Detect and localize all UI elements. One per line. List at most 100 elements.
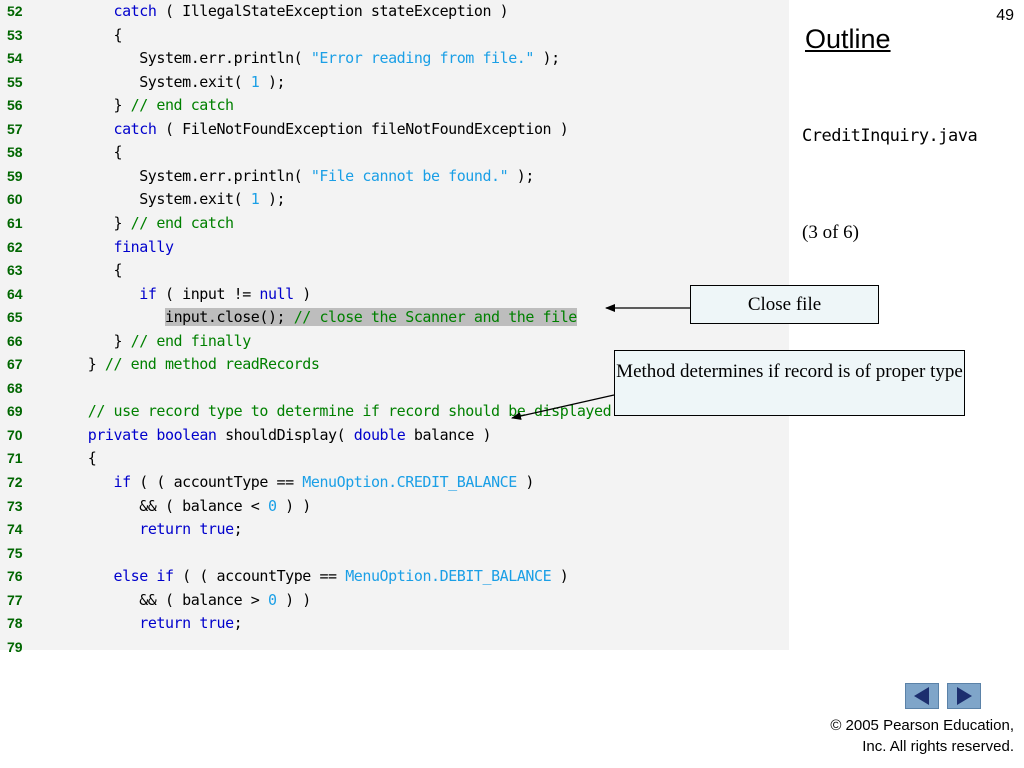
callout-method-determines: Method determines if record is of proper… bbox=[614, 350, 965, 416]
code-token: System.err.println( bbox=[62, 166, 311, 185]
previous-slide-button[interactable] bbox=[905, 683, 939, 709]
code-line: 64 if ( input != null ) bbox=[0, 283, 789, 307]
code-token: ( ( accountType == bbox=[173, 567, 346, 586]
line-number: 72 bbox=[7, 474, 23, 490]
line-number: 55 bbox=[7, 73, 23, 90]
line-number: 66 bbox=[7, 332, 23, 349]
code-token: ) ) bbox=[276, 590, 311, 609]
line-number: 77 bbox=[7, 591, 23, 608]
code-line: 78 return true; bbox=[0, 612, 789, 636]
line-number: 59 bbox=[7, 167, 23, 184]
code-text: { bbox=[62, 259, 122, 281]
line-number: 60 bbox=[7, 191, 23, 208]
code-token: && ( balance < bbox=[62, 496, 268, 515]
code-line: 66 } // end finally bbox=[0, 330, 789, 354]
code-token: // end finally bbox=[130, 331, 252, 350]
code-text: { bbox=[62, 24, 122, 46]
code-text: } // end method readRecords bbox=[62, 353, 320, 375]
triangle-right-icon bbox=[957, 687, 972, 705]
line-number: 68 bbox=[7, 379, 23, 396]
code-token: return bbox=[139, 614, 191, 633]
code-token: ; bbox=[233, 520, 243, 539]
code-line: 62 finally bbox=[0, 236, 789, 260]
code-line: 70 private boolean shouldDisplay( double… bbox=[0, 424, 789, 448]
code-line: 58 { bbox=[0, 141, 789, 165]
code-token: ( ( accountType == bbox=[130, 473, 303, 491]
line-number: 63 bbox=[7, 262, 23, 279]
code-token: System.exit( bbox=[62, 190, 251, 209]
code-token: 1 bbox=[250, 190, 260, 209]
code-token: private bbox=[87, 425, 149, 444]
code-line: 72 if ( ( accountType == MenuOption.CRED… bbox=[0, 471, 789, 495]
next-slide-button[interactable] bbox=[947, 683, 981, 709]
code-text: && ( balance < 0 ) ) bbox=[62, 495, 311, 517]
code-token: ( input != bbox=[156, 284, 260, 303]
line-number: 56 bbox=[7, 97, 23, 114]
line-number: 64 bbox=[7, 285, 23, 302]
code-line: 67 } // end method readRecords bbox=[0, 353, 789, 377]
code-token: 0 bbox=[267, 590, 277, 609]
code-token: true bbox=[199, 520, 234, 539]
code-token: { bbox=[62, 25, 123, 44]
code-text: } // end catch bbox=[62, 212, 234, 234]
outline-title[interactable]: Outline bbox=[805, 24, 891, 54]
code-token: boolean bbox=[156, 425, 217, 444]
code-line: 77 && ( balance > 0 ) ) bbox=[0, 589, 789, 613]
line-number: 65 bbox=[7, 309, 23, 326]
code-line: 76 else if ( ( accountType == MenuOption… bbox=[0, 565, 789, 589]
code-line: 75 bbox=[0, 542, 789, 566]
code-text: { bbox=[62, 447, 97, 469]
copyright-line-1: © 2005 Pearson Education, bbox=[830, 717, 1014, 734]
code-text: return true; bbox=[62, 518, 242, 540]
code-text: catch ( FileNotFoundException fileNotFou… bbox=[62, 118, 569, 140]
copyright-line-2: Inc. All rights reserved. bbox=[862, 738, 1014, 755]
code-token: 1 bbox=[250, 72, 260, 91]
code-token: if bbox=[139, 284, 157, 303]
code-token: System.err.println( bbox=[62, 49, 311, 68]
line-number: 61 bbox=[7, 214, 23, 231]
line-number: 69 bbox=[7, 403, 23, 420]
code-line: 56 } // end catch bbox=[0, 94, 789, 118]
code-token: } bbox=[62, 96, 131, 115]
copyright: © 2005 Pearson Education, Inc. All right… bbox=[774, 715, 1014, 757]
code-text: finally bbox=[62, 236, 175, 258]
arrow-method-determines bbox=[511, 394, 615, 420]
line-number: 71 bbox=[7, 450, 23, 467]
code-token: catch bbox=[113, 2, 157, 20]
code-token: input.close(); bbox=[164, 308, 294, 327]
code-token: ) bbox=[293, 284, 311, 303]
code-token: "File cannot be found." bbox=[310, 166, 509, 185]
code-text: } // end finally bbox=[62, 330, 251, 352]
code-text: System.err.println( "File cannot be foun… bbox=[62, 165, 534, 187]
code-token: } bbox=[62, 355, 105, 374]
code-line: 68 bbox=[0, 377, 789, 401]
code-token: 0 bbox=[267, 496, 277, 515]
code-text: input.close(); // close the Scanner and … bbox=[62, 306, 577, 328]
code-token: null bbox=[259, 284, 294, 303]
code-token: return bbox=[139, 520, 191, 539]
page-number: 49 bbox=[996, 7, 1014, 24]
code-token: ( IllegalStateException stateException ) bbox=[156, 2, 509, 20]
code-text: && ( balance > 0 ) ) bbox=[62, 589, 311, 611]
code-line: 55 System.exit( 1 ); bbox=[0, 71, 789, 95]
part-label: (3 of 6) bbox=[802, 222, 859, 243]
code-text: catch ( IllegalStateException stateExcep… bbox=[62, 0, 509, 22]
code-line: 65 input.close(); // close the Scanner a… bbox=[0, 306, 789, 330]
code-line: 52 catch ( IllegalStateException stateEx… bbox=[0, 0, 789, 24]
code-line: 63 { bbox=[0, 259, 789, 283]
code-line: 54 System.err.println( "Error reading fr… bbox=[0, 47, 789, 71]
callout-close-file: Close file bbox=[690, 285, 879, 324]
line-number: 78 bbox=[7, 615, 23, 632]
code-token: // end catch bbox=[130, 213, 234, 232]
line-number: 53 bbox=[7, 26, 23, 43]
code-text: if ( input != null ) bbox=[62, 283, 311, 305]
code-token: MenuOption.CREDIT_BALANCE bbox=[302, 473, 517, 491]
code-token: if bbox=[113, 473, 132, 491]
code-line: 79 bbox=[0, 636, 789, 660]
code-token: && ( balance > bbox=[62, 590, 268, 609]
code-line: 53 { bbox=[0, 24, 789, 48]
code-line: 74 return true; bbox=[0, 518, 789, 542]
triangle-left-icon bbox=[914, 687, 929, 705]
code-text: private boolean shouldDisplay( double ba… bbox=[62, 424, 492, 446]
